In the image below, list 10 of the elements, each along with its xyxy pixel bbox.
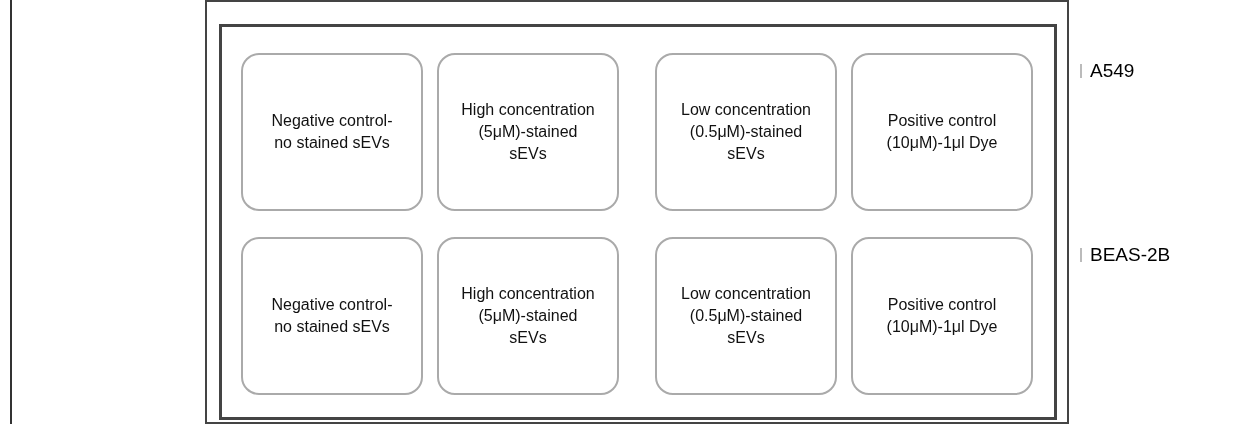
well: High concentration (5μM)-stained sEVs <box>437 237 619 395</box>
well: Negative control-no stained sEVs <box>241 53 423 211</box>
well: High concentration (5μM)-stained sEVs <box>437 53 619 211</box>
well: Negative control-no stained sEVs <box>241 237 423 395</box>
well: Low concentration (0.5μM)-stained sEVs <box>655 53 837 211</box>
well: Positive control (10μM)-1μl Dye <box>851 53 1033 211</box>
row-label: A549 <box>1090 60 1135 82</box>
well: Positive control (10μM)-1μl Dye <box>851 237 1033 395</box>
well: Low concentration (0.5μM)-stained sEVs <box>655 237 837 395</box>
row-label: BEAS-2B <box>1090 244 1171 266</box>
